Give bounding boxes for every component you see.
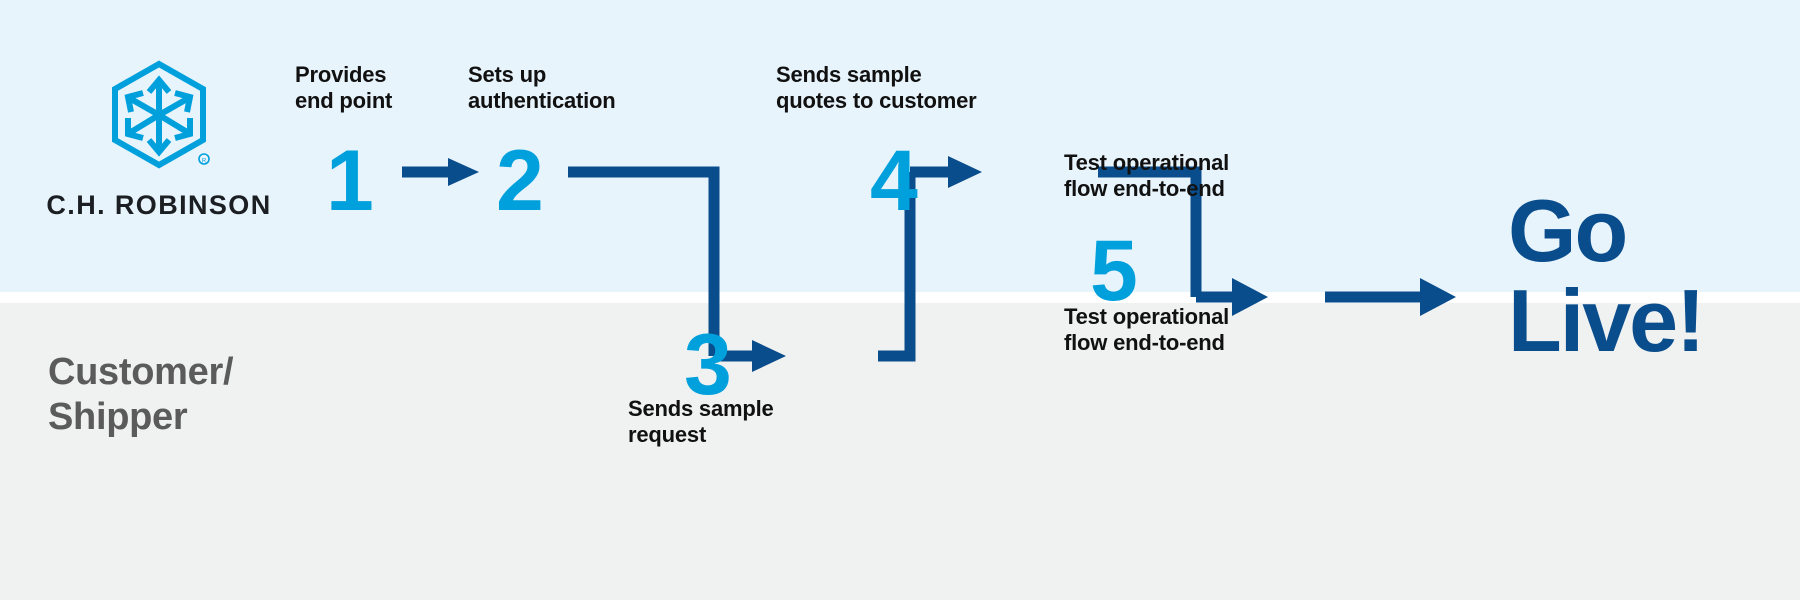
hexagon-cube-arrows-icon: R	[112, 60, 210, 169]
step-5-caption-above: Test operational flow end-to-end	[1064, 150, 1230, 202]
step-3-numeral: 3	[684, 317, 732, 413]
brand-wordmark: C.H. ROBINSON	[46, 190, 272, 220]
step-5-numeral: 5	[1090, 223, 1138, 319]
step-3-caption: Sends sample request	[628, 396, 774, 448]
svg-text:R: R	[202, 159, 207, 165]
step-4-caption: Sends sample quotes to customer	[776, 62, 977, 114]
step-1-caption: Provides end point	[295, 62, 393, 114]
step-1-numeral: 1	[326, 133, 374, 229]
step-5-caption-below: Test operational flow end-to-end	[1064, 304, 1230, 356]
brand-logo: R C.H. ROBINSON	[44, 60, 274, 219]
registered-mark-icon	[198, 153, 210, 165]
step-4-numeral: 4	[870, 133, 918, 229]
lane-label-customer-shipper: Customer/ Shipper	[48, 351, 234, 438]
go-live-label: Go Live!	[1508, 181, 1705, 370]
step-2-numeral: 2	[496, 133, 544, 229]
step-2-caption: Sets up authentication	[468, 62, 616, 114]
